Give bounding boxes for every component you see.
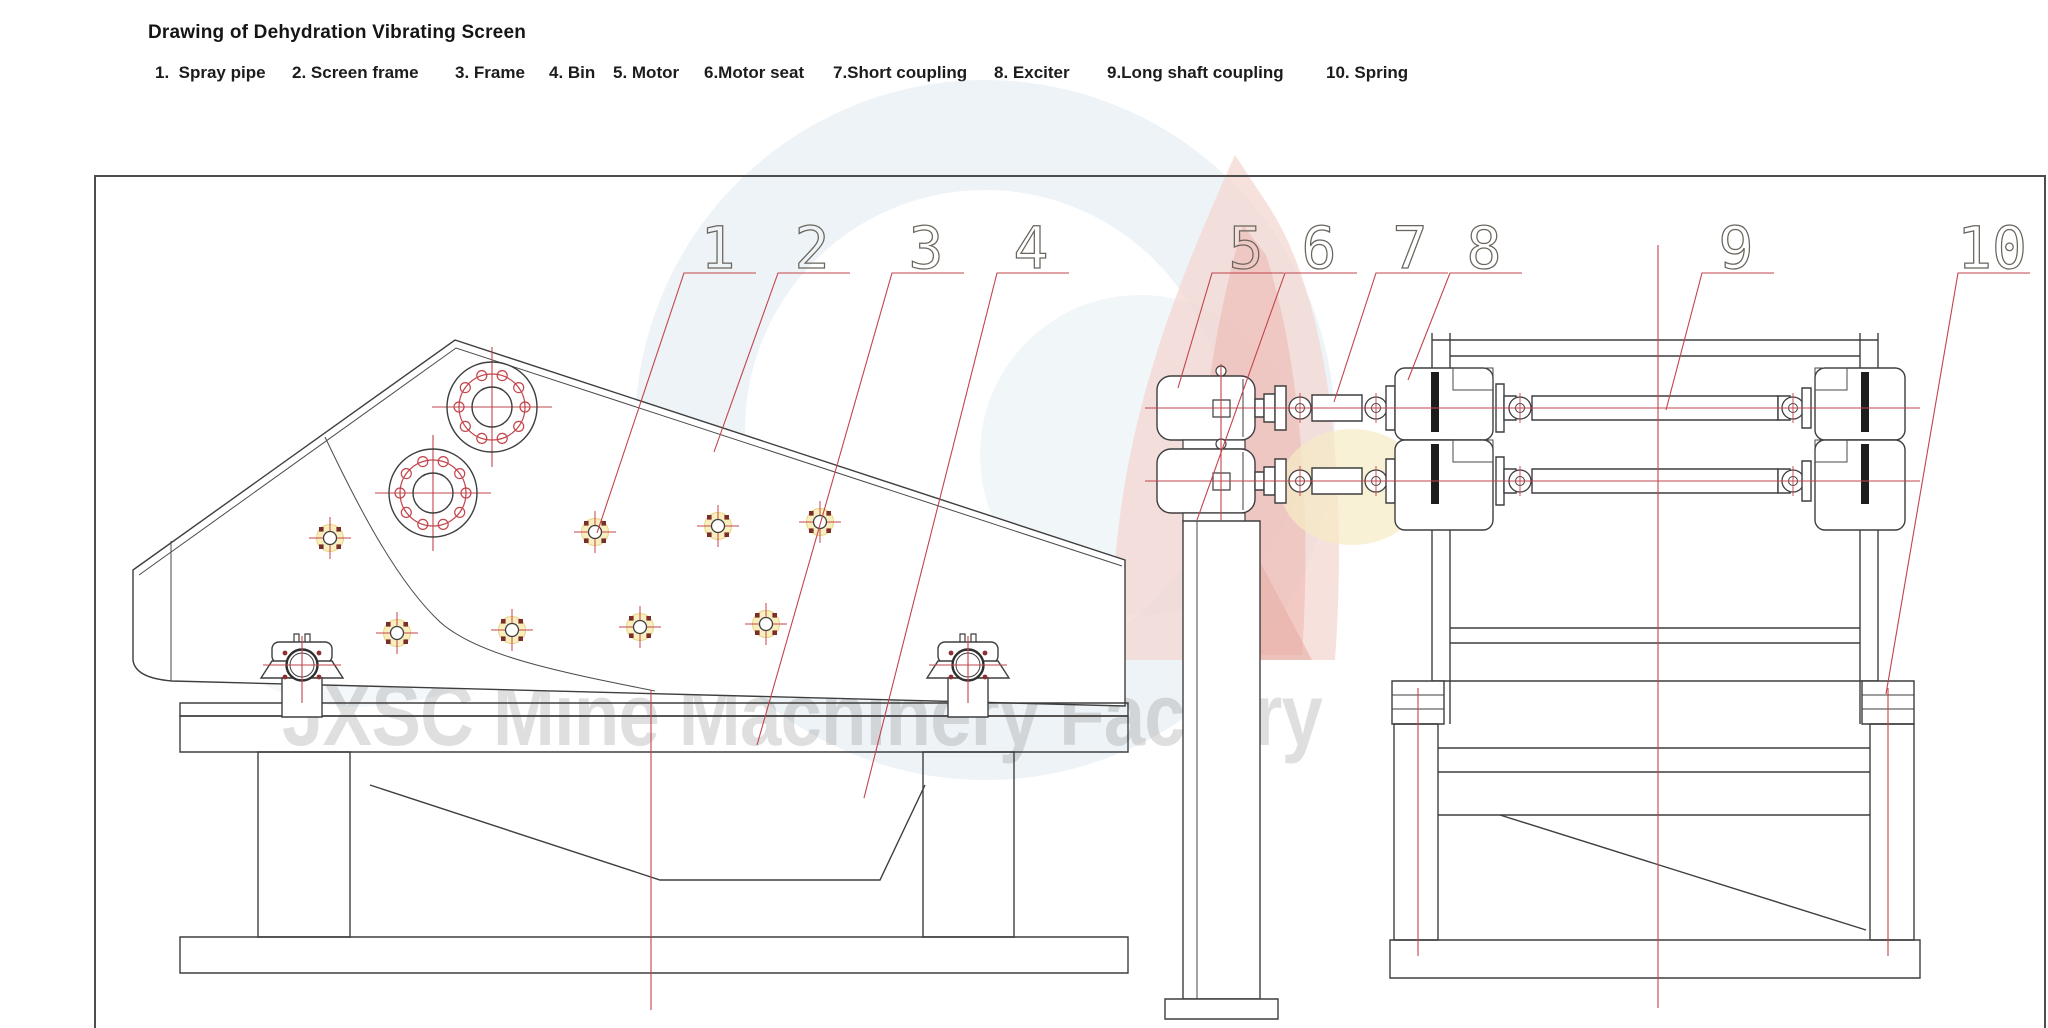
- callout-9: 9: [1666, 213, 1774, 410]
- stand-leg-left: [1394, 724, 1438, 940]
- callout-4: 4: [864, 213, 1069, 798]
- parts-list-item-10: 10. Spring: [1326, 63, 1409, 82]
- exciter-left-top: [1395, 368, 1493, 440]
- screen-frame-inner-edge: [139, 348, 1122, 575]
- callout-2-leader: [714, 273, 850, 452]
- parts-list-item-8: 8. Exciter: [994, 63, 1070, 82]
- exciter-notch-2: [1453, 440, 1493, 462]
- parts-list-item-4: 4. Bin: [549, 63, 596, 82]
- end-view: [1145, 245, 1920, 1019]
- parts-list-item-7: 7.Short coupling: [833, 63, 968, 82]
- frame-leg-right: [923, 752, 1014, 937]
- callout-6-number: 6: [1302, 214, 1337, 282]
- callout-3-number: 3: [909, 214, 944, 282]
- exciter-clamp-bars: [1431, 372, 1869, 504]
- frame-rail-band: [180, 716, 1128, 752]
- callout-10-leader: [1886, 273, 2030, 694]
- callout-8-number: 8: [1467, 214, 1502, 282]
- parts-list-item-5: 5. Motor: [613, 63, 680, 82]
- callout-9-number: 9: [1719, 214, 1754, 282]
- parts-list-item-3: 3. Frame: [455, 63, 525, 82]
- callout-7-number: 7: [1393, 214, 1428, 282]
- callout-9-leader: [1666, 273, 1774, 410]
- stand-rails: [1438, 748, 1870, 815]
- callouts: 1 2 3 4 5 6 7 8: [597, 213, 2030, 798]
- parts-list-item-9: 9.Long shaft coupling: [1107, 63, 1284, 82]
- callout-8: 8: [1408, 213, 1522, 380]
- parts-list: 1. Spray pipe 2. Screen frame 3. Frame 4…: [0, 63, 2048, 85]
- callout-1-leader: [597, 273, 756, 533]
- callout-7-leader: [1334, 273, 1448, 402]
- frame-base: [180, 937, 1128, 973]
- exciter-notch-4: [1815, 440, 1847, 462]
- parts-list-item-2: 2. Screen frame: [292, 63, 419, 82]
- stand-leg-right: [1870, 724, 1914, 940]
- page-title: Drawing of Dehydration Vibrating Screen: [148, 22, 527, 43]
- screen-box: [1432, 340, 1878, 681]
- exciter-notch-1: [1453, 368, 1493, 390]
- callout-6: 6: [1197, 213, 1357, 520]
- exciter-left-bottom: [1395, 440, 1493, 530]
- callout-10-number: 10: [1957, 214, 2027, 282]
- callout-1-number: 1: [701, 214, 736, 282]
- motor-seat-base: [1165, 999, 1278, 1019]
- callout-1: 1: [597, 213, 756, 533]
- exciter-notch-3: [1815, 368, 1847, 390]
- exciter-right-bottom: [1815, 440, 1905, 530]
- exciter-right-top: [1815, 368, 1905, 440]
- motor-seat-pedestal: [1183, 521, 1260, 999]
- flange-lower: [375, 435, 491, 551]
- spring-centerlines: [1418, 688, 1888, 956]
- flange-upper: [432, 347, 552, 467]
- drawing-frame-border: [95, 176, 2045, 1028]
- callout-5-leader: [1178, 273, 1284, 388]
- callout-4-leader: [864, 273, 1069, 798]
- callout-2: 2: [714, 213, 850, 452]
- side-plate-curve: [325, 437, 655, 691]
- bin-hopper: [370, 785, 925, 880]
- callout-8-leader: [1408, 273, 1522, 380]
- callout-10: 10: [1886, 213, 2030, 694]
- parts-list-item-6: 6.Motor seat: [704, 63, 805, 82]
- callout-7: 7: [1334, 213, 1448, 402]
- parts-list-item-1: 1. Spray pipe: [155, 63, 266, 82]
- side-view: [133, 340, 1128, 1010]
- stand-base: [1390, 940, 1920, 978]
- callout-6-leader: [1197, 273, 1357, 520]
- callout-5-number: 5: [1229, 214, 1264, 282]
- callout-5: 5: [1178, 213, 1284, 388]
- callout-3-leader: [757, 273, 964, 745]
- screen-frame-body: [133, 340, 1125, 706]
- shaft-centerlines: [1145, 408, 1920, 481]
- callout-2-number: 2: [795, 214, 830, 282]
- callout-3: 3: [757, 213, 964, 745]
- frame-leg-left: [258, 752, 350, 937]
- stand-diagonal-brace: [1500, 815, 1866, 930]
- callout-4-number: 4: [1014, 214, 1049, 282]
